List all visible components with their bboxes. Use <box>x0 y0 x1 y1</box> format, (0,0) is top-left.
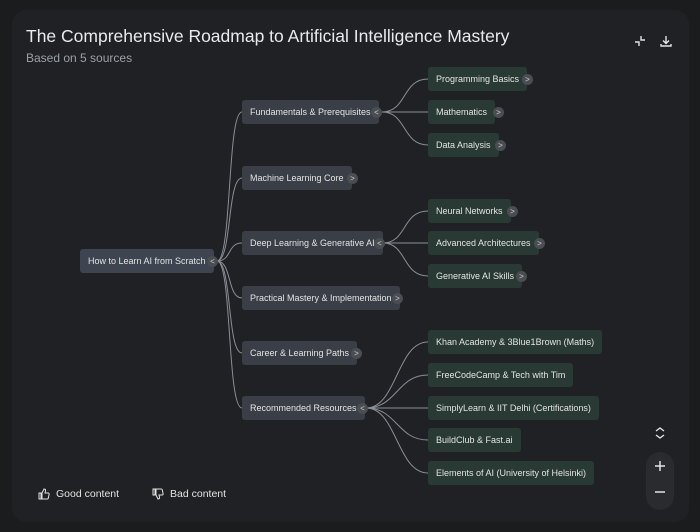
plus-icon <box>655 461 665 471</box>
expand-all-button[interactable] <box>648 421 672 445</box>
sources-count: Based on 5 sources <box>26 51 133 65</box>
leaf-advanced-architectures[interactable]: Advanced Architectures <box>428 231 539 255</box>
leaf-neural-networks[interactable]: Neural Networks <box>428 199 511 223</box>
collapse-button[interactable] <box>631 32 649 50</box>
branch-career-paths[interactable]: Career & Learning Paths <box>242 341 358 365</box>
leaf-generative-ai-skills-toggle[interactable]: > <box>516 271 527 282</box>
leaf-freecodecamp[interactable]: FreeCodeCamp & Tech with Tim <box>428 363 574 387</box>
branch-deep-learning-toggle[interactable]: < <box>374 238 385 249</box>
good-content-label: Good content <box>56 488 120 500</box>
mindmap-connectors <box>216 78 429 474</box>
download-icon <box>660 36 672 47</box>
leaf-data-analysis[interactable]: Data Analysis <box>428 133 499 157</box>
page-title: The Comprehensive Roadmap to Artificial … <box>26 26 510 46</box>
branch-machine-learning[interactable]: Machine Learning Core <box>242 166 352 190</box>
root-node[interactable]: How to Learn AI from Scratch <box>80 249 214 273</box>
thumbs-up-icon <box>38 488 50 500</box>
leaf-khan-academy[interactable]: Khan Academy & 3Blue1Brown (Maths) <box>428 330 603 354</box>
leaf-simplylearn[interactable]: SimplyLearn & IIT Delhi (Certifications) <box>428 396 599 420</box>
leaf-elements-of-ai[interactable]: Elements of AI (University of Helsinki) <box>428 461 595 485</box>
root-toggle[interactable]: < <box>207 256 218 267</box>
leaf-programming-basics[interactable]: Programming Basics <box>428 67 528 91</box>
leaf-programming-basics-toggle[interactable]: > <box>522 74 533 85</box>
branch-machine-learning-toggle[interactable]: > <box>347 173 358 184</box>
good-content-button[interactable]: Good content <box>28 482 129 506</box>
leaf-mathematics[interactable]: Mathematics <box>428 100 496 124</box>
leaf-neural-networks-toggle[interactable]: > <box>507 206 518 217</box>
bad-content-label: Bad content <box>170 488 227 500</box>
leaf-buildclub[interactable]: BuildClub & Fast.ai <box>428 428 521 452</box>
leaf-generative-ai-skills[interactable]: Generative AI Skills <box>428 264 523 288</box>
leaf-mathematics-toggle[interactable]: > <box>493 107 504 118</box>
leaf-advanced-architectures-toggle[interactable]: > <box>534 238 545 249</box>
expand-vertical-icon <box>655 427 665 439</box>
zoom-out-button[interactable] <box>648 480 672 504</box>
leaf-data-analysis-toggle[interactable]: > <box>495 140 506 151</box>
mindmap-panel: The Comprehensive Roadmap to Artificial … <box>12 10 689 522</box>
branch-fundamentals-toggle[interactable]: < <box>371 107 382 118</box>
branch-deep-learning[interactable]: Deep Learning & Generative AI <box>242 231 383 255</box>
download-button[interactable] <box>657 32 675 50</box>
thumbs-down-icon <box>152 488 164 500</box>
branch-practical-mastery-toggle[interactable]: > <box>392 293 403 304</box>
branch-recommended-resources[interactable]: Recommended Resources <box>242 396 365 420</box>
branch-career-paths-toggle[interactable]: > <box>351 348 362 359</box>
branch-fundamentals[interactable]: Fundamentals & Prerequisites <box>242 100 379 124</box>
collapse-icon <box>635 36 645 46</box>
branch-recommended-resources-toggle[interactable]: < <box>357 403 368 414</box>
branch-practical-mastery[interactable]: Practical Mastery & Implementation <box>242 286 400 310</box>
minus-icon <box>655 491 665 493</box>
bad-content-button[interactable]: Bad content <box>142 482 236 506</box>
zoom-in-button[interactable] <box>648 454 672 478</box>
